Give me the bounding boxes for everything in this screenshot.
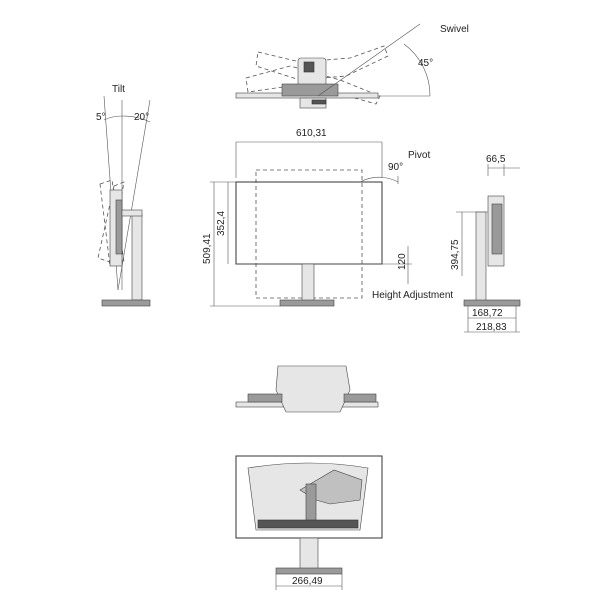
rear-view: 266,49 [235,455,383,590]
width-overall-label: 610,31 [296,128,327,139]
height-adjustment-label: Height Adjustment [372,290,453,301]
top-view-swivel: Swivel 45° [235,23,469,109]
swivel-angle-label: 45° [418,58,433,69]
pivot-label: Pivot [408,150,430,161]
height-range-label: 120 [397,253,408,270]
base-depth-2-label: 218,83 [476,322,507,333]
side-view-tilt: Tilt 5° 20° [96,84,151,307]
pivot-angle-label: 90° [388,162,403,173]
side-height-label: 394,75 [450,239,461,270]
bottom-view [235,365,379,413]
depth-panel-label: 66,5 [486,154,506,165]
tilt-label: Tilt [112,84,125,95]
base-width-label: 266,49 [292,576,323,587]
tilt-back-label: 20° [134,112,149,123]
height-max-label: 509,41 [202,233,213,264]
front-view: 610,31 Pivot 90° 509,41 352,4 120 Height… [202,128,453,307]
swivel-label: Swivel [440,24,469,35]
side-view-right: 66,5 394,75 168,72 218,83 [450,154,521,333]
base-depth-1-label: 168,72 [472,308,503,319]
panel-height-label: 352,4 [216,211,227,236]
tilt-forward-label: 5° [96,112,106,123]
